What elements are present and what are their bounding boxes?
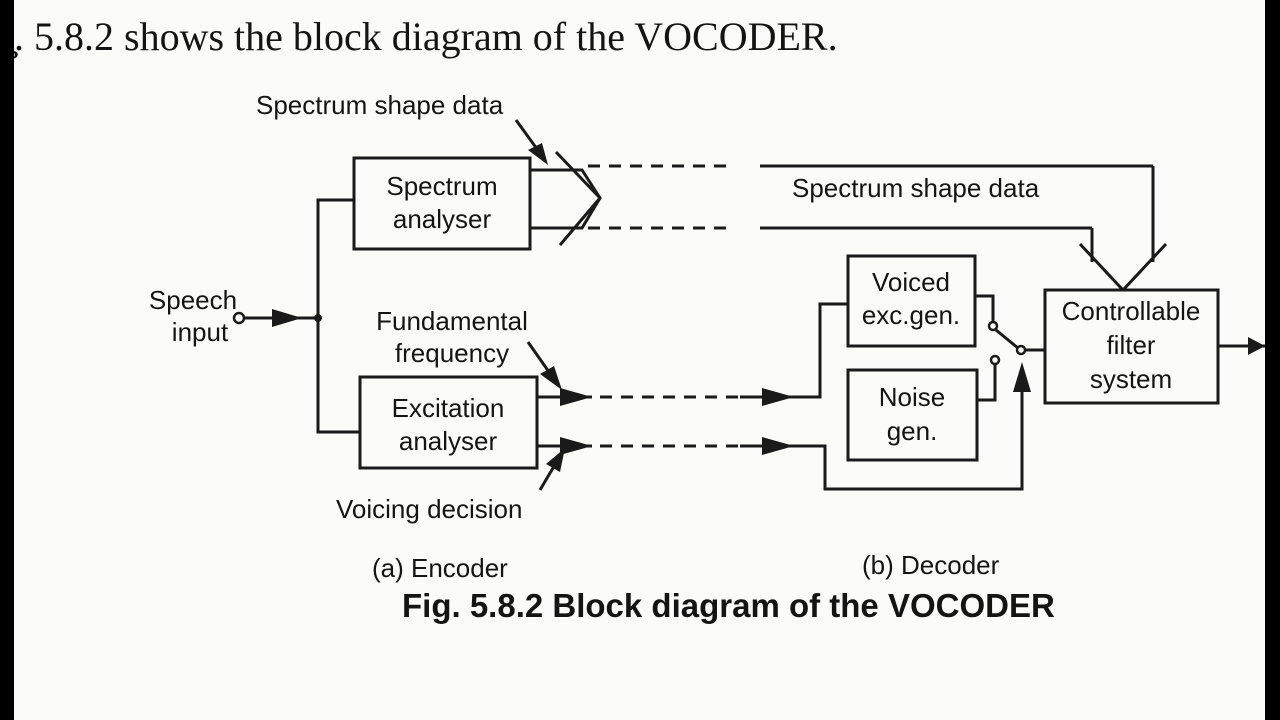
- voiced-exc-gen-label-1: Voiced: [872, 267, 950, 297]
- controllable-filter-block: [1043, 288, 1220, 405]
- voicing-pointer-arrow: [546, 448, 565, 472]
- encoder-section-label: (a) Encoder: [372, 553, 508, 583]
- switch-contact-noise: [989, 354, 1001, 366]
- controllable-filter-label-3: system: [1090, 364, 1172, 394]
- speech-input-label-1: Speech: [149, 285, 237, 315]
- voicing-decision-label: Voicing decision: [336, 494, 522, 524]
- spectrum-output-bus-arrow: [530, 168, 602, 230]
- excitation-analyser-block: [358, 375, 539, 470]
- voiced-to-switch-line: [975, 294, 995, 322]
- document-page: ̧. 5.8.2 shows the block diagram of the …: [14, 0, 1265, 720]
- encoder-bus-line: [316, 198, 360, 434]
- fundamental-label-1: Fundamental: [376, 306, 528, 336]
- excitation-analyser-label-2: analyser: [399, 426, 498, 456]
- noise-to-switch-line: [977, 364, 997, 402]
- controllable-filter-label-2: filter: [1106, 330, 1155, 360]
- noise-gen-label-1: Noise: [879, 382, 945, 412]
- spectrum-shape-pointer-arrow: [528, 143, 548, 165]
- fundamental-decoder-arrow: [762, 388, 794, 406]
- controllable-filter-label-1: Controllable: [1062, 296, 1201, 326]
- spectrum-bus-slash-bottom: [558, 197, 602, 246]
- voicing-output-arrow: [560, 437, 592, 455]
- fundamental-label-2: frequency: [395, 338, 509, 368]
- vocoder-block-diagram: ̧. 5.8.2 shows the block diagram of the …: [14, 14, 1265, 624]
- spectrum-analyser-label-2: analyser: [393, 204, 492, 234]
- intro-sentence: ̧. 5.8.2 shows the block diagram of the …: [14, 14, 838, 59]
- noise-gen-block: [846, 368, 979, 462]
- spectrum-analyser-block: [352, 156, 532, 251]
- fundamental-output-arrow: [560, 388, 592, 406]
- filter-output-arrow: [1248, 337, 1265, 355]
- voiced-exc-gen-block: [846, 254, 977, 348]
- spectrum-shape-data-label-encoder: Spectrum shape data: [256, 90, 504, 120]
- decoder-section-label: (b) Decoder: [862, 550, 1000, 580]
- fundamental-to-voiced-line: [740, 302, 848, 399]
- figure-caption: Fig. 5.8.2 Block diagram of the VOCODER: [402, 587, 1055, 624]
- switch-pivot: [1015, 344, 1027, 356]
- speech-input-label-2: input: [172, 317, 229, 347]
- noise-gen-label-2: gen.: [887, 416, 938, 446]
- excitation-analyser-label-1: Excitation: [392, 393, 505, 423]
- spectrum-shape-data-label-decoder: Spectrum shape data: [792, 173, 1040, 203]
- switch-arm: [995, 328, 1019, 350]
- speech-input-arrow: [272, 309, 302, 327]
- spectrum-analyser-label-1: Spectrum: [386, 171, 497, 201]
- spectrum-bus-slash-top: [554, 150, 602, 200]
- switch-contact-voiced: [987, 320, 999, 332]
- voiced-exc-gen-label-2: exc.gen.: [862, 300, 960, 330]
- fundamental-pointer-arrow: [540, 366, 562, 390]
- voicing-decoder-arrow: [762, 437, 794, 455]
- voicing-to-switch-line: [740, 372, 1024, 491]
- switch-control-arrow: [1013, 362, 1031, 392]
